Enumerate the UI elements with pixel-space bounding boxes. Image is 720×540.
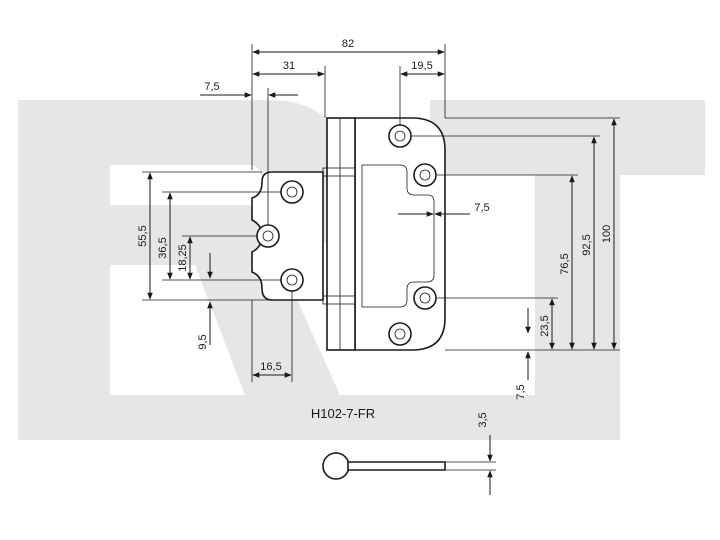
dim-hole-span-right-inner: 76,5 — [559, 253, 571, 274]
watermark-letter-t — [430, 100, 705, 440]
right-leaf-holes — [388, 124, 437, 346]
dim-overall-width: 82 — [342, 38, 354, 50]
left-leaf-holes — [256, 180, 304, 292]
watermark-band — [18, 395, 608, 440]
dimension-labels: 82 31 19,5 7,5 100 92,5 76,5 23,5 7,5 7,… — [137, 38, 613, 428]
dim-left-half-span: 18,25 — [177, 244, 189, 272]
dim-right-knuckle-gap: 7,5 — [474, 202, 489, 214]
dim-left-hole-x: 16,5 — [260, 361, 281, 373]
dim-left-hole-span: 36,5 — [157, 237, 169, 258]
dim-overall-height: 100 — [601, 225, 613, 243]
dim-right-bottom-offset: 7,5 — [515, 384, 527, 399]
dim-hole-offset-right: 19,5 — [411, 60, 432, 72]
hinge-knuckle — [326, 117, 356, 351]
right-leaf — [354, 117, 446, 351]
dim-left-bottom-offset: 9,5 — [197, 334, 209, 349]
right-leaf-cutout — [361, 164, 435, 308]
model-caption: H102-7-FR — [311, 406, 375, 421]
dimension-lines — [142, 44, 620, 382]
watermark-logo — [18, 100, 705, 440]
hinge-side-view — [322, 435, 496, 495]
dim-leaf-width: 31 — [283, 60, 295, 72]
dim-left-outer-span: 55,5 — [137, 225, 149, 246]
dim-thickness: 3,5 — [477, 412, 489, 427]
dim-left-offset: 7,5 — [204, 81, 219, 93]
side-view-knuckle — [322, 452, 350, 480]
dim-hole-span-right: 92,5 — [581, 234, 593, 255]
dim-right-bottom-hole: 23,5 — [539, 315, 551, 336]
hinge-front-view — [251, 117, 446, 351]
watermark-letter-r — [18, 100, 345, 395]
side-view-leaf — [347, 461, 446, 471]
